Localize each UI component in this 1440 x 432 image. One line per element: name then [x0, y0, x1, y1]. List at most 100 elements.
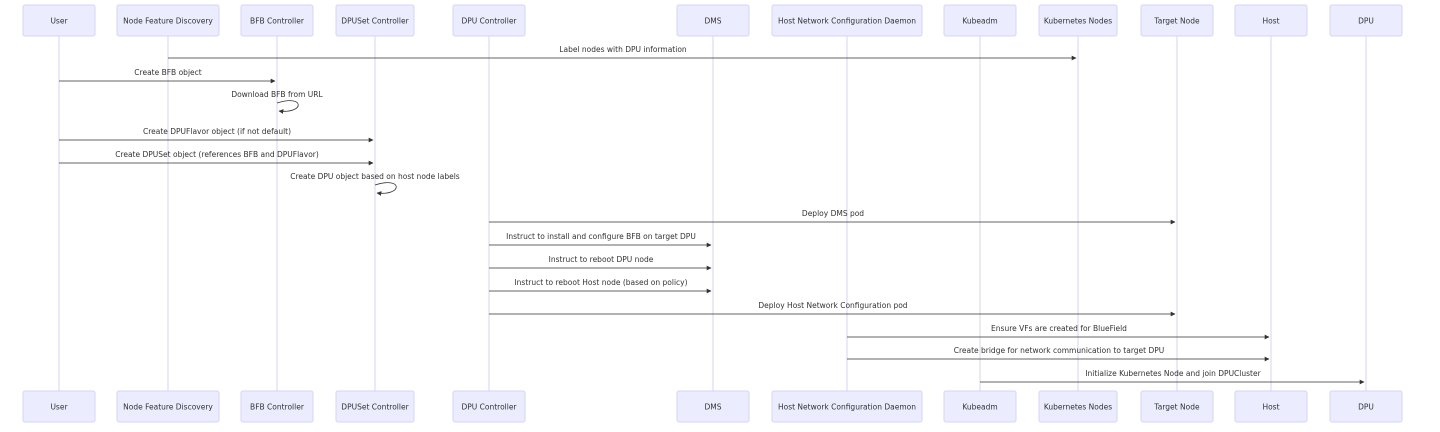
- message-8: Instruct to install and configure BFB on…: [489, 232, 712, 248]
- participant-box: [1140, 390, 1214, 423]
- message-14: Initialize Kubernetes Node and join DPUC…: [980, 369, 1365, 385]
- message-7: Deploy DMS pod: [489, 209, 1176, 225]
- message-label: Create DPU object based on host node lab…: [290, 172, 460, 181]
- participant-dpu-top: DPU: [1329, 4, 1403, 37]
- message-label: Instruct to reboot DPU node: [549, 255, 654, 264]
- participant-box: [240, 4, 314, 37]
- message-5: Create DPUSet object (references BFB and…: [59, 150, 374, 166]
- message-12: Ensure VFs are created for BlueField: [847, 324, 1270, 340]
- message-label: Instruct to install and configure BFB on…: [506, 232, 696, 241]
- participant-target-node-bottom: Target Node: [1140, 390, 1214, 423]
- participant-label: Host Network Configuration Daemon: [778, 403, 916, 412]
- participant-box: [1329, 4, 1403, 37]
- participant-box: [22, 4, 96, 37]
- participant-box: [943, 4, 1017, 37]
- participant-label: DPUSet Controller: [341, 17, 409, 26]
- participant-box: [452, 4, 526, 37]
- participant-node-feature-discovery-top: Node Feature Discovery: [116, 4, 220, 37]
- participant-dms-top: DMS: [676, 4, 750, 37]
- message-label: Create DPUFlavor object (if not default): [143, 127, 291, 136]
- participant-dpuset-controller-top: DPUSet Controller: [335, 4, 415, 37]
- self-message-arrow: [374, 182, 397, 196]
- participant-kubeadm-top: Kubeadm: [943, 4, 1017, 37]
- participant-kubernetes-nodes-bottom: Kubernetes Nodes: [1038, 390, 1118, 423]
- participant-label: User: [50, 403, 68, 412]
- participant-box: [1140, 4, 1214, 37]
- participant-box: [452, 390, 526, 423]
- participant-label: Kubernetes Nodes: [1044, 17, 1112, 26]
- participant-label: Kubeadm: [962, 17, 997, 26]
- participant-label: DPU: [1358, 17, 1374, 26]
- message-10: Instruct to reboot Host node (based on p…: [489, 278, 712, 294]
- participant-dpu-bottom: DPU: [1329, 390, 1403, 423]
- participant-label: Kubeadm: [962, 403, 997, 412]
- participant-kubernetes-nodes-top: Kubernetes Nodes: [1038, 4, 1118, 37]
- participant-dpuset-controller-bottom: DPUSet Controller: [335, 390, 415, 423]
- participant-host-network-configuration-daemon-bottom: Host Network Configuration Daemon: [771, 390, 923, 423]
- participant-host-top: Host: [1234, 4, 1308, 37]
- participant-label: DPU Controller: [461, 17, 517, 26]
- message-label: Ensure VFs are created for BlueField: [991, 324, 1127, 333]
- participant-label: Host Network Configuration Daemon: [778, 17, 916, 26]
- participant-user-bottom: User: [22, 390, 96, 423]
- message-6: Create DPU object based on host node lab…: [290, 172, 460, 196]
- message-4: Create DPUFlavor object (if not default): [59, 127, 374, 143]
- participant-box: [771, 4, 923, 37]
- participant-box: [335, 390, 415, 423]
- lifelines: [58, 36, 1367, 391]
- participant-box: [771, 390, 923, 423]
- participant-dms-bottom: DMS: [676, 390, 750, 423]
- self-message-arrow: [276, 100, 299, 114]
- participant-box: [116, 390, 220, 423]
- message-13: Create bridge for network communication …: [847, 346, 1270, 362]
- participant-node-feature-discovery-bottom: Node Feature Discovery: [116, 390, 220, 423]
- message-label: Label nodes with DPU information: [559, 45, 687, 54]
- participant-label: BFB Controller: [250, 17, 305, 26]
- participant-label: DPU Controller: [461, 403, 517, 412]
- participant-box: [240, 390, 314, 423]
- participant-label: Host: [1262, 403, 1279, 412]
- participant-label: Target Node: [1153, 403, 1200, 412]
- participant-box: [116, 4, 220, 37]
- participant-box: [1038, 390, 1118, 423]
- message-1: Label nodes with DPU information: [168, 45, 1077, 61]
- message-label: Instruct to reboot Host node (based on p…: [514, 278, 687, 287]
- participant-label: User: [50, 17, 68, 26]
- message-3: Download BFB from URL: [231, 90, 324, 114]
- participant-target-node-top: Target Node: [1140, 4, 1214, 37]
- message-label: Download BFB from URL: [231, 90, 323, 99]
- message-label: Create DPUSet object (references BFB and…: [115, 150, 319, 159]
- message-label: Initialize Kubernetes Node and join DPUC…: [1085, 369, 1261, 378]
- participant-box: [1038, 4, 1118, 37]
- message-label: Deploy Host Network Configuration pod: [758, 301, 907, 310]
- participant-box: [676, 4, 750, 37]
- participant-label: BFB Controller: [250, 403, 305, 412]
- participant-user-top: User: [22, 4, 96, 37]
- participant-label: Node Feature Discovery: [123, 403, 213, 412]
- message-11: Deploy Host Network Configuration pod: [489, 301, 1176, 317]
- participant-label: Target Node: [1153, 17, 1200, 26]
- message-9: Instruct to reboot DPU node: [489, 255, 712, 271]
- participant-label: Node Feature Discovery: [123, 17, 213, 26]
- participant-box: [943, 390, 1017, 423]
- participant-box: [335, 4, 415, 37]
- participant-box: [1234, 390, 1308, 423]
- participant-bfb-controller-top: BFB Controller: [240, 4, 314, 37]
- participant-label: DPUSet Controller: [341, 403, 409, 412]
- participant-dpu-controller-bottom: DPU Controller: [452, 390, 526, 423]
- participant-label: DMS: [704, 17, 721, 26]
- participant-label: Kubernetes Nodes: [1044, 403, 1112, 412]
- participant-box: [676, 390, 750, 423]
- message-label: Create bridge for network communication …: [954, 346, 1165, 355]
- participant-label: DPU: [1358, 403, 1374, 412]
- participant-host-network-configuration-daemon-top: Host Network Configuration Daemon: [771, 4, 923, 37]
- message-label: Deploy DMS pod: [802, 209, 864, 218]
- participant-box: [1234, 4, 1308, 37]
- participant-label: Host: [1262, 17, 1279, 26]
- participant-box: [22, 390, 96, 423]
- participant-box: [1329, 390, 1403, 423]
- participant-bfb-controller-bottom: BFB Controller: [240, 390, 314, 423]
- participant-kubeadm-bottom: Kubeadm: [943, 390, 1017, 423]
